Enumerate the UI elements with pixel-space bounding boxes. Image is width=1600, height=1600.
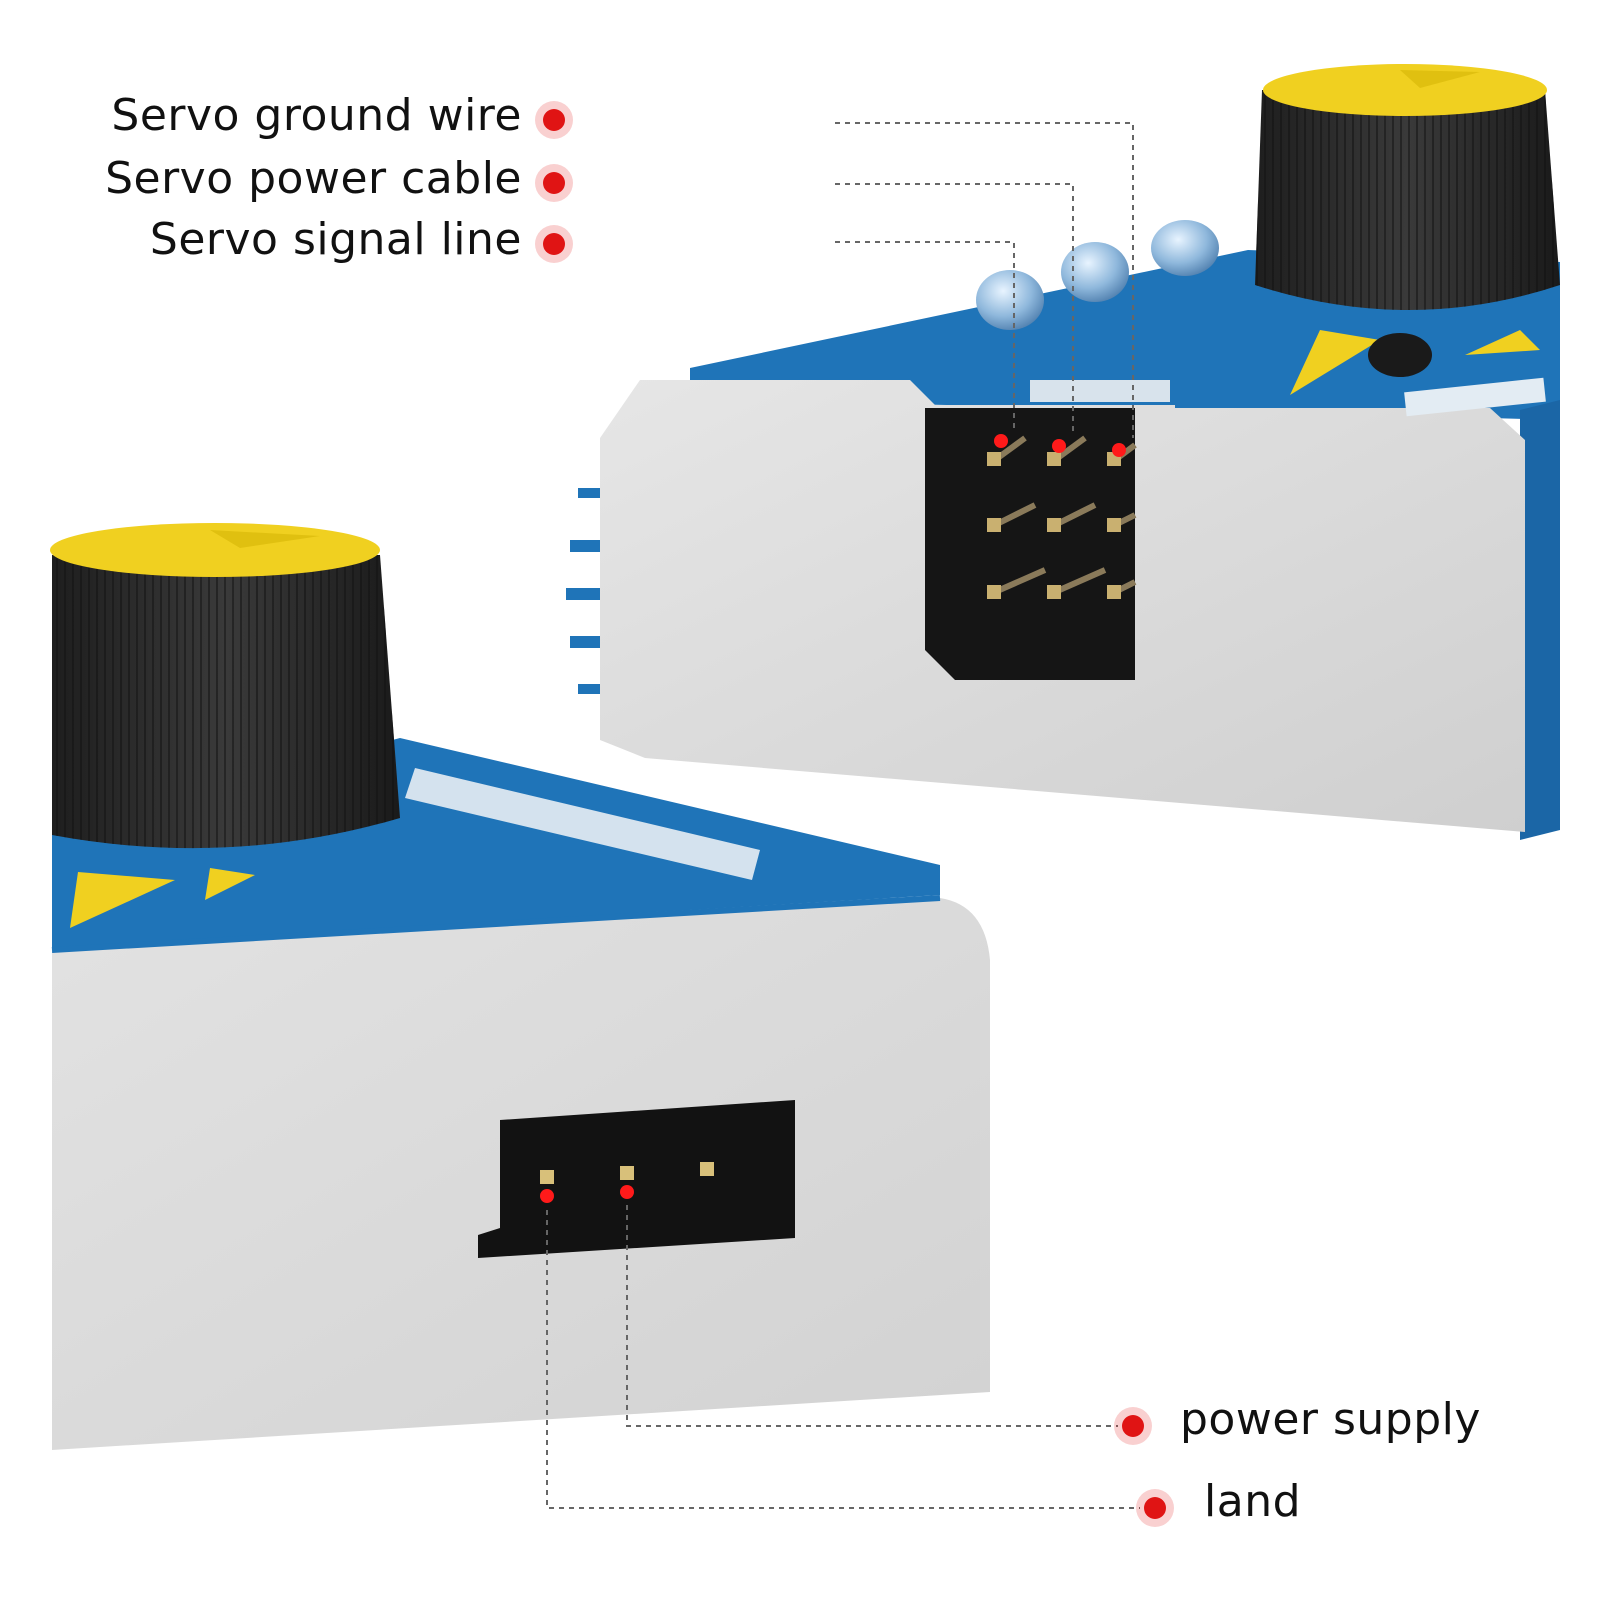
- right-servo-tester: [566, 64, 1560, 840]
- left-unit-label-strip: [405, 768, 760, 880]
- right-unit-yellow-arrow-2: [1465, 330, 1540, 355]
- right-unit-push-button: [1368, 333, 1432, 377]
- servo-power-cable-label: Servo power cable: [105, 153, 522, 204]
- left-unit-connector-opening: [478, 1100, 795, 1258]
- supply-pin-marker: [620, 1185, 634, 1199]
- left-unit-pin-header: [540, 1162, 714, 1203]
- right-unit-side-label: [1404, 377, 1546, 417]
- signal-pin-marker: [994, 434, 1008, 448]
- right-unit-leds: [976, 220, 1219, 330]
- right-unit-fins: [566, 488, 608, 694]
- servo-ground-wire-label: Servo ground wire: [111, 90, 522, 141]
- ground-marker-dot: [543, 109, 565, 131]
- right-unit-pin-header: [987, 434, 1137, 599]
- power-leader-line: [835, 183, 1074, 432]
- land-leader-line: [546, 1210, 1140, 1509]
- right-unit-yellow-arrow: [1290, 330, 1380, 395]
- left-unit-yellow-arrow-2: [205, 868, 255, 900]
- left-unit-yellow-arrow: [70, 872, 175, 928]
- power-marker-dot: [543, 172, 565, 194]
- power-pin-marker: [1052, 439, 1066, 453]
- right-unit-knob: [1255, 64, 1560, 310]
- ground-pin-marker: [1112, 443, 1126, 457]
- signal-leader-line: [835, 241, 1015, 428]
- land-label: land: [1204, 1476, 1302, 1527]
- land-marker-dot: [1144, 1497, 1166, 1519]
- right-unit-side-panel: [1520, 400, 1560, 840]
- right-unit-connector-opening: [925, 408, 1135, 680]
- signal-marker-dot: [543, 233, 565, 255]
- power-supply-label: power supply: [1180, 1394, 1481, 1445]
- supply-marker-dot: [1122, 1415, 1144, 1437]
- right-unit-label-plate: [1030, 380, 1170, 402]
- servo-signal-line-label: Servo signal line: [149, 214, 522, 265]
- left-servo-tester: [50, 523, 990, 1450]
- leader-lines: [546, 122, 1140, 1509]
- left-unit-knob: [50, 523, 400, 849]
- land-pin-marker: [540, 1189, 554, 1203]
- supply-leader-line: [626, 1205, 1118, 1427]
